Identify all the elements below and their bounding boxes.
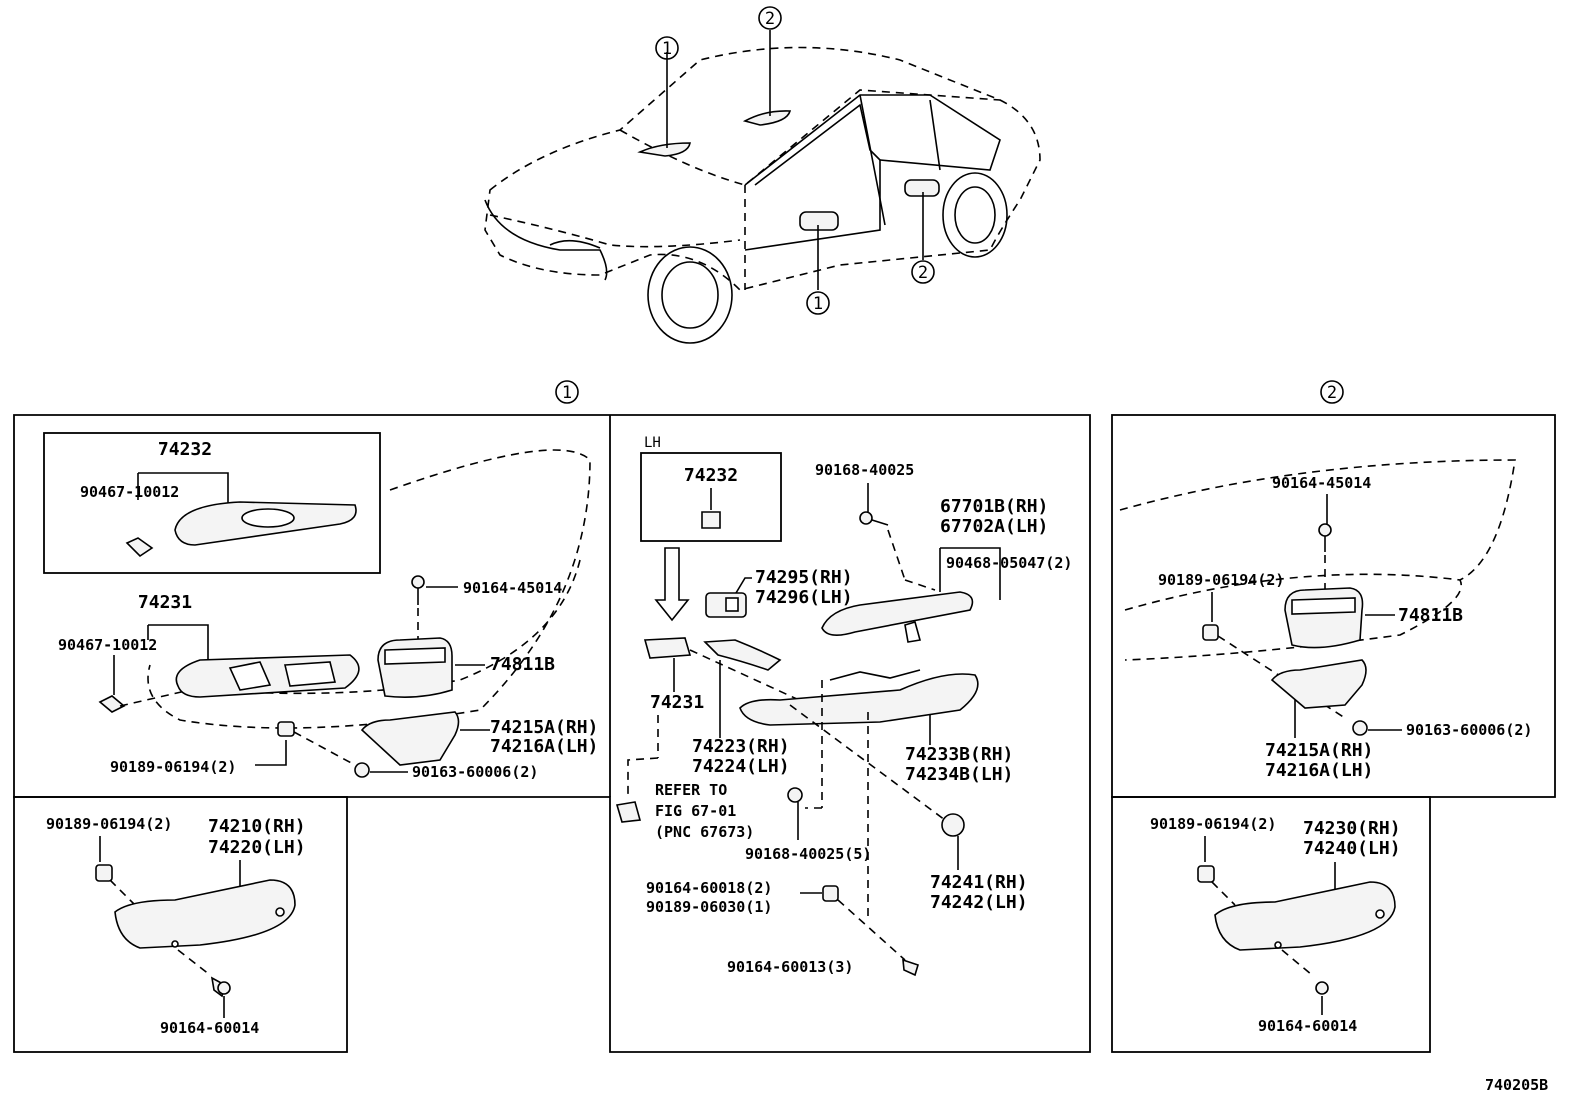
label-74234B: 74234B(LH)	[905, 764, 1013, 785]
assist-grip-74230	[1214, 881, 1396, 951]
section-callout-2-label: 2	[1327, 383, 1337, 403]
label-67702A: 67702A(LH)	[940, 516, 1048, 537]
direction-arrow	[654, 547, 690, 622]
label-74240: 74240(LH)	[1303, 838, 1401, 859]
front-grip-handle	[637, 142, 691, 157]
callout-circle	[655, 36, 679, 60]
panel-2: 90164-45014 90189-06194(2) 74811B 74215A…	[1111, 414, 1556, 798]
label-74232: 74232	[158, 439, 212, 460]
rear-grip-handle	[742, 110, 792, 126]
section-callout-1-label: 1	[562, 383, 572, 403]
label-90467-10012: 90467-10012	[58, 636, 157, 654]
callout-label: 1	[662, 39, 672, 59]
label-90164-60013: 90164-60013(3)	[727, 958, 853, 976]
switch-67701B	[821, 591, 974, 636]
panel-center: LH 74232 74295(RH) 74296(LH) 90168-40025…	[615, 435, 1072, 977]
plug-74241	[941, 813, 965, 837]
section-callout-1	[555, 380, 579, 404]
label-74242: 74242(LH)	[930, 892, 1028, 913]
label-90189-06194: 90189-06194(2)	[110, 758, 236, 776]
label-74215A: 74215A(RH)	[490, 717, 598, 738]
label-74220: 74220(LH)	[208, 837, 306, 858]
label-74231-center: 74231	[650, 692, 704, 713]
bracket-74231-center	[643, 637, 692, 659]
label-90189-06194-p2: 90189-06194(2)	[1158, 571, 1284, 589]
label-74232-center: 74232	[684, 465, 738, 486]
label-74811B-p2: 74811B	[1398, 605, 1463, 626]
label-90164-60014-2b: 90164-60014	[1258, 1017, 1357, 1035]
label-74223: 74223(RH)	[692, 736, 790, 757]
label-74296: 74296(LH)	[755, 587, 853, 608]
callout-circle	[911, 260, 935, 284]
callout-label: 2	[765, 9, 775, 29]
assist-grip-74210	[114, 879, 296, 949]
pad-74233B	[739, 673, 979, 726]
label-74215A-p2: 74215A(RH)	[1265, 740, 1373, 761]
bracket-74215A	[360, 711, 460, 766]
label-74241: 74241(RH)	[930, 872, 1028, 893]
callout-circle	[806, 291, 830, 315]
label-74295: 74295(RH)	[755, 567, 853, 588]
label-74224: 74224(LH)	[692, 756, 790, 777]
label-90189-06194-b: 90189-06194(2)	[46, 815, 172, 833]
rear-door-handle	[904, 179, 940, 197]
label-90164-60014-b: 90164-60014	[160, 1019, 259, 1037]
label-67701B: 67701B(RH)	[940, 496, 1048, 517]
nut-part	[277, 721, 295, 737]
label-74231: 74231	[138, 592, 192, 613]
callout-circle	[758, 6, 782, 30]
label-90189-06030: 90189-06030(1)	[646, 898, 772, 916]
label-side-LH: LH	[644, 435, 661, 451]
inset-74232-center	[640, 452, 782, 542]
label-90163-60006: 90163-60006(2)	[412, 763, 538, 781]
label-74230: 74230(RH)	[1303, 818, 1401, 839]
label-refer-3: (PNC 67673)	[655, 823, 754, 841]
label-74216A: 74216A(LH)	[490, 736, 598, 757]
label-90168-40025-5: 90168-40025(5)	[745, 845, 871, 863]
callout-label: 2	[918, 263, 928, 283]
label-90168-40025: 90168-40025	[815, 461, 914, 479]
label-refer-2: FIG 67-01	[655, 802, 736, 820]
label-90467-10012-inset: 90467-10012	[80, 483, 179, 501]
section-callout-2	[1320, 380, 1344, 404]
label-90164-60018: 90164-60018(2)	[646, 879, 772, 897]
inset-74232	[43, 432, 381, 574]
label-90164-45014: 90164-45014	[463, 579, 562, 597]
label-74233B: 74233B(RH)	[905, 744, 1013, 765]
pocket-74811B	[377, 637, 453, 698]
panel-1b: 90189-06194(2) 74210(RH) 74220(LH) 90164…	[13, 796, 348, 1053]
callout-label: 1	[813, 294, 823, 314]
label-refer-1: REFER TO	[655, 781, 727, 799]
base-74223	[703, 639, 782, 671]
pocket-74811B-p2	[1284, 587, 1364, 649]
car-overview: 1 2 1 2	[484, 6, 1041, 344]
label-90468-05047: 90468-05047(2)	[946, 554, 1072, 572]
label-74216A-p2: 74216A(LH)	[1265, 760, 1373, 781]
diagram-id: 740205B	[1485, 1076, 1548, 1094]
label-90163-60006-p2: 90163-60006(2)	[1406, 721, 1532, 739]
label-90164-45014-p2: 90164-45014	[1272, 474, 1371, 492]
front-door-handle	[799, 211, 839, 231]
panel-1: 74232 90467-10012 74231 90467-10012 9016…	[13, 414, 1091, 1053]
label-74811B: 74811B	[490, 654, 555, 675]
bracket-74215A-p2	[1270, 659, 1367, 709]
label-90189-06194-2b: 90189-06194(2)	[1150, 815, 1276, 833]
panel-2b: 90189-06194(2) 74230(RH) 74240(LH) 90164…	[1111, 796, 1431, 1053]
label-74210: 74210(RH)	[208, 816, 306, 837]
